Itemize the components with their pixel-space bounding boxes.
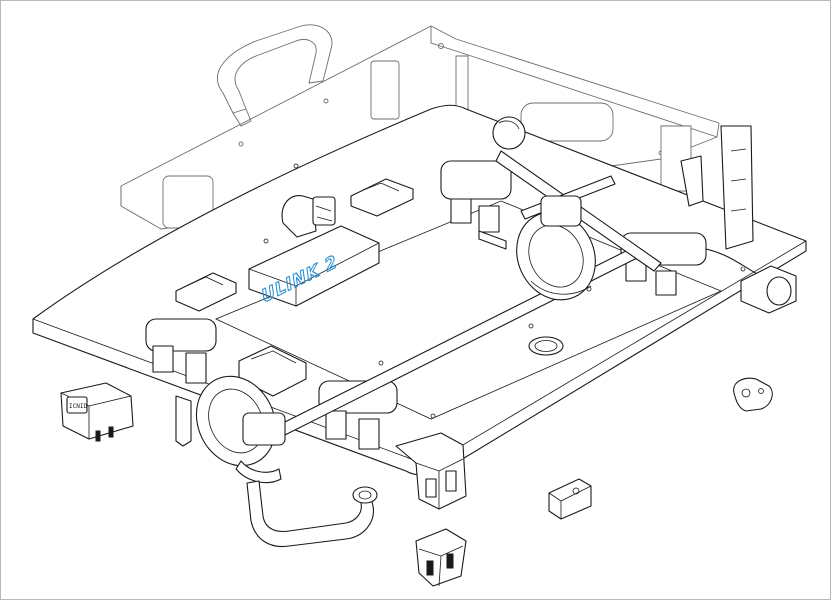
right-end-bracket xyxy=(720,125,797,314)
clip-bracket xyxy=(415,528,467,587)
hook-latches xyxy=(175,155,704,447)
ghost-posts xyxy=(162,55,692,229)
lower-pipe xyxy=(246,480,378,548)
valve-cluster-left xyxy=(145,318,217,384)
mounting-bracket-bottom xyxy=(395,432,467,510)
ulink-module: ULINK 2 xyxy=(248,195,380,309)
rotary-clamp-left xyxy=(195,375,286,484)
rotary-clamp-right xyxy=(516,195,596,301)
gasket-plate xyxy=(733,377,773,412)
valve-cluster-top xyxy=(440,160,512,250)
center-port xyxy=(528,336,564,356)
pipe-fitting-block xyxy=(548,478,592,520)
connector-label: ICNID xyxy=(69,403,87,410)
plate-brackets xyxy=(175,178,414,397)
connector-socket: ICNID xyxy=(60,382,134,442)
ghost-carry-handle xyxy=(217,24,333,127)
